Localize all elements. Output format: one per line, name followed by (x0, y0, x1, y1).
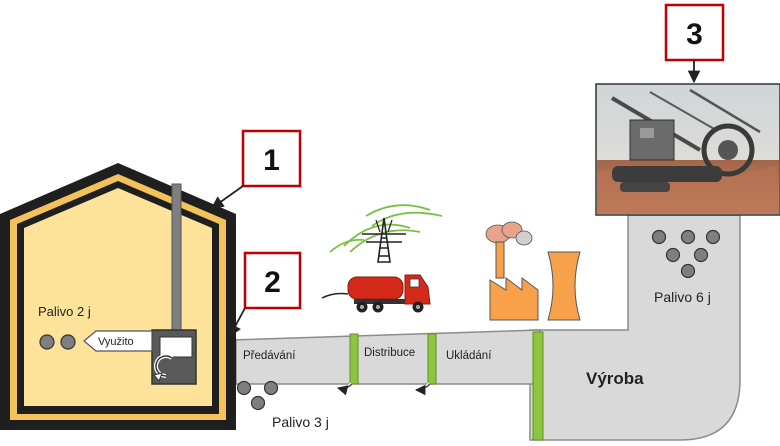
house-icon (0, 163, 236, 430)
coal-icon (263, 380, 279, 396)
production-coal-group (651, 229, 721, 279)
coal-icon (60, 334, 76, 350)
coal-icon (665, 247, 681, 263)
pipe-joint (427, 333, 437, 385)
pipe-joint (349, 333, 359, 385)
marker-3: 3 (664, 3, 725, 84)
coal-icon (680, 229, 696, 245)
marker-1-number: 1 (263, 144, 280, 177)
marker-2-number: 2 (264, 266, 281, 299)
use-label: Využito (98, 336, 134, 348)
pipe-joint (532, 331, 544, 441)
use-arrow (83, 330, 153, 352)
coal-icon (693, 247, 709, 263)
power-plant-icon (485, 221, 581, 321)
chimney (171, 183, 182, 335)
coal-icon (651, 229, 667, 245)
coal-icon (39, 334, 55, 350)
marker-2: 2 (229, 251, 302, 338)
marker-1: 1 (210, 129, 302, 209)
stage-label-distribution: Distribuce (364, 347, 415, 359)
pipe (208, 214, 741, 441)
marker-3-number: 3 (686, 18, 703, 51)
stage-label-transfer: Předávání (243, 350, 296, 362)
excavator-photo (595, 83, 780, 216)
transfer-fuel-label: Palivo 3 j (272, 414, 329, 430)
transfer-coal-group (236, 380, 279, 411)
stove-icon (151, 329, 197, 385)
production-fuel-label: Palivo 6 j (654, 289, 711, 305)
coal-icon (705, 229, 721, 245)
house-fuel-label: Palivo 2 j (38, 304, 91, 319)
pylon-icon (329, 204, 443, 263)
production-label: Výroba (586, 369, 644, 388)
coal-icon (236, 380, 252, 396)
coal-icon (680, 263, 696, 279)
tanker-truck-icon (321, 274, 431, 313)
coal-icon (250, 395, 266, 411)
stage-label-storage: Ukládání (446, 350, 492, 362)
